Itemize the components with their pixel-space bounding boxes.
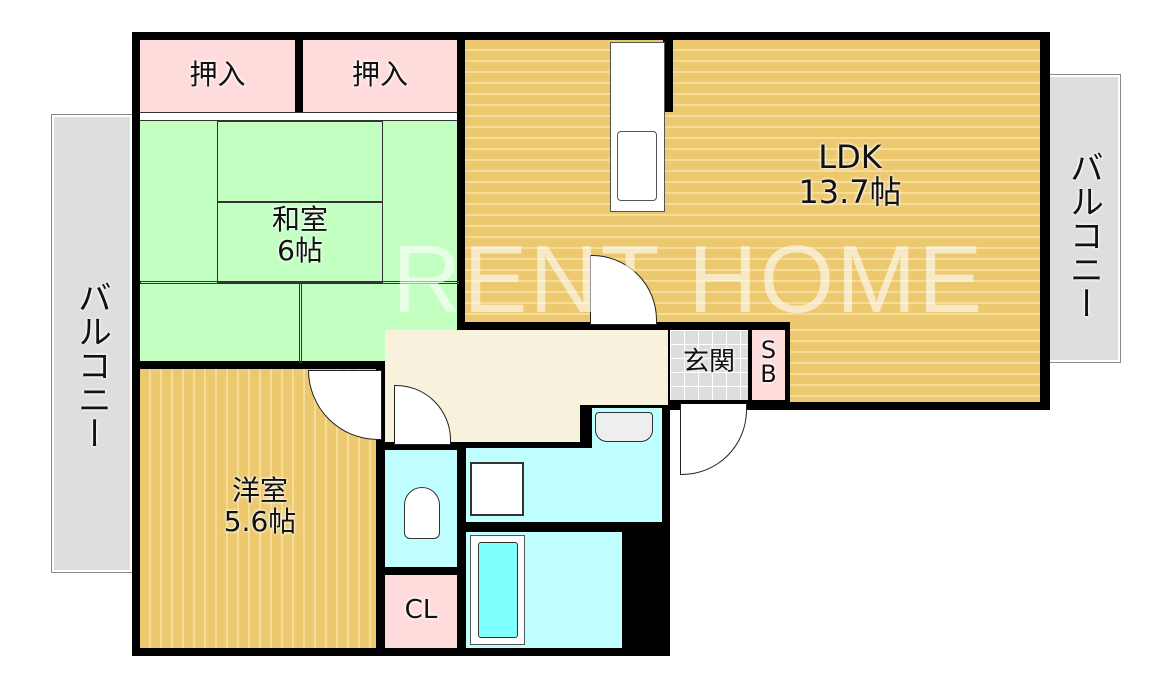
label-sb: S B [760,336,777,388]
washitsu [140,121,459,363]
ldk-name: LDK [818,138,882,176]
label-yoshitsu: 洋室 5.6帖 [180,474,340,538]
ldk-size: 13.7帖 [798,173,902,212]
label-oshiire-1: 押入 [189,58,246,91]
sb [752,330,785,400]
label-balcony-left: バルコニー [71,280,112,450]
bathtub [470,535,525,645]
fusuma [140,112,457,121]
yoshitsu-name: 洋室 [231,474,288,507]
oshiire-1 [140,40,295,114]
ldk-lower [790,320,1040,402]
tatami-mat [217,121,383,203]
label-genkan: 玄関 [682,347,735,377]
tatami-line [140,281,459,284]
oshiire-2 [303,40,457,114]
watermark: RENT HOME [392,226,985,333]
ldk [465,40,1040,322]
kitchen-sink [617,131,657,201]
label-washitsu: 和室 6帖 [220,203,380,267]
label-oshiire-2: 押入 [351,58,408,91]
yoshitsu-size: 5.6帖 [223,504,297,538]
washing-machine [470,462,524,516]
tatami-line [299,281,302,363]
door-genkan [680,404,747,475]
washitsu-size: 6帖 [277,233,323,267]
label-cl: CL [404,595,438,625]
tatami-mat [217,201,383,283]
washitsu-name: 和室 [271,203,328,236]
balcony-left [51,114,133,573]
sink [595,412,653,442]
label-balcony-right: バルコニー [1063,150,1104,320]
bathtub-water [478,542,518,638]
kitchen-counter [610,42,665,212]
hallway [385,330,668,405]
wall-stub [663,40,673,112]
closet-cl [385,575,457,648]
toilet [404,487,440,539]
genkan [670,330,748,400]
label-ldk: LDK 13.7帖 [760,138,940,212]
